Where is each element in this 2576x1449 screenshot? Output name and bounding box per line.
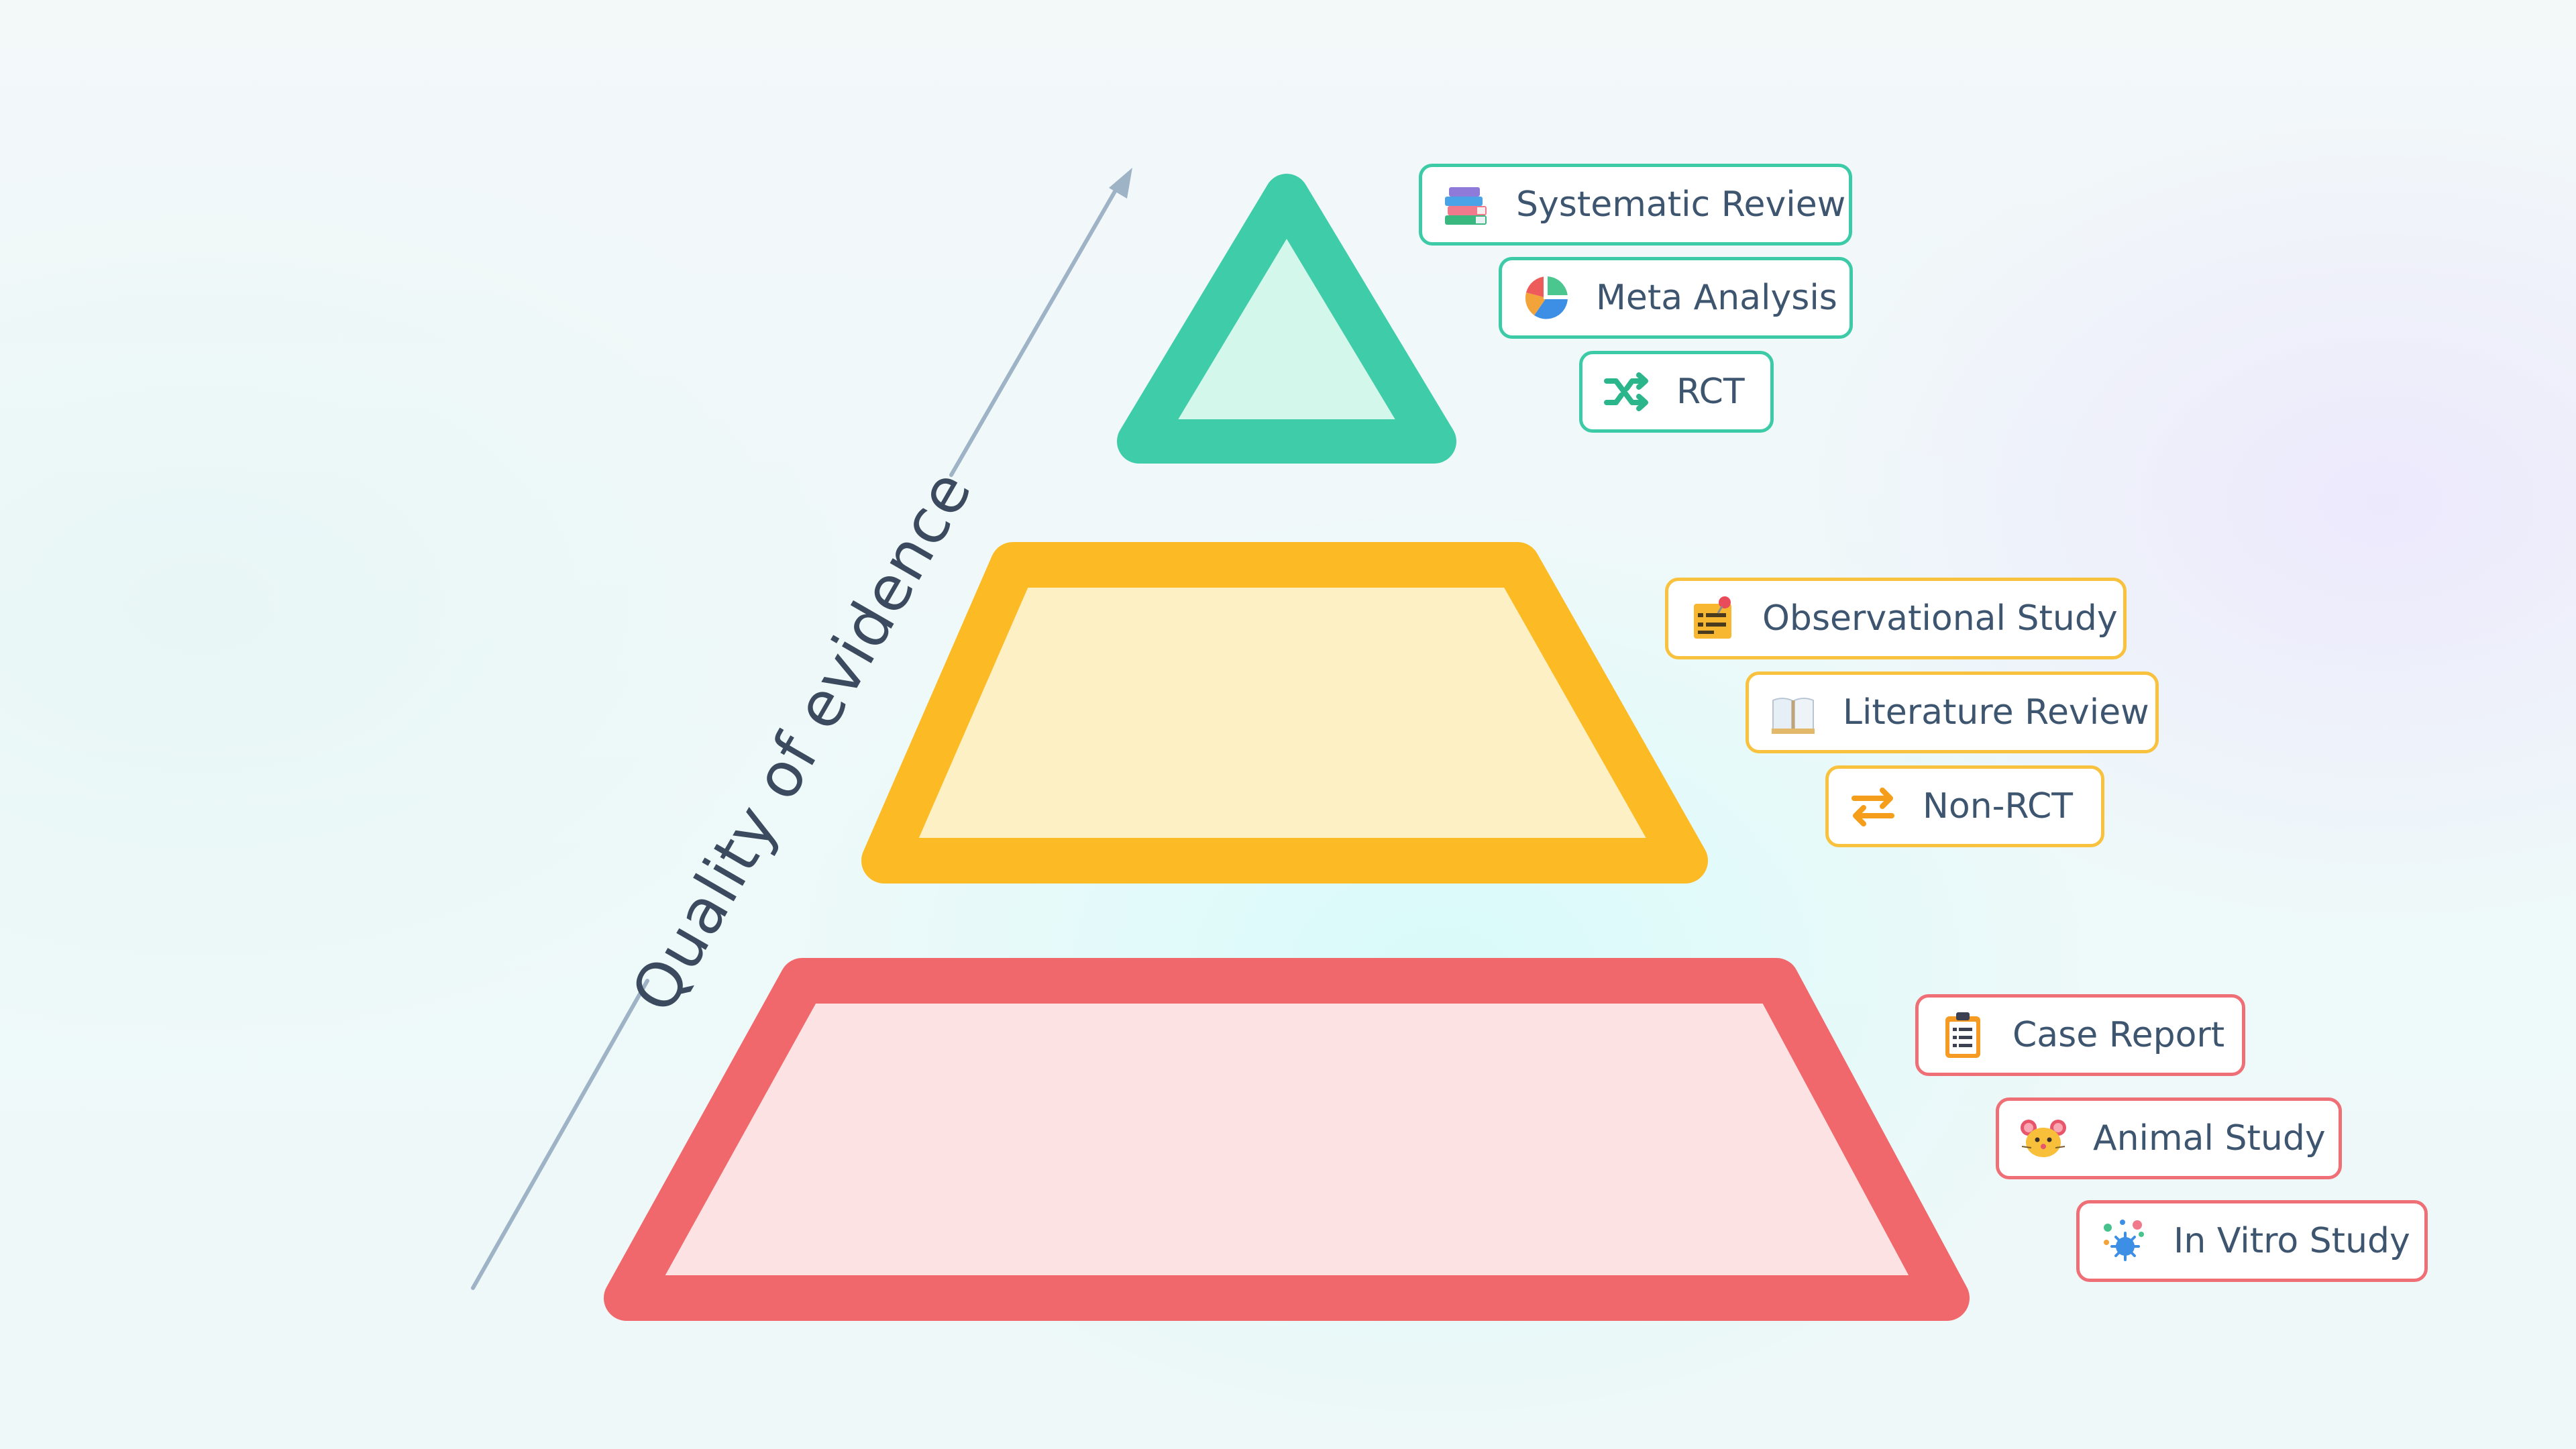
tier-top-shape: [1117, 174, 1456, 464]
tier-middle-shape: [861, 542, 1708, 883]
chip-label: Non-RCT: [1923, 786, 2074, 826]
shuffle-icon: [1601, 366, 1652, 417]
chip-meta-analysis[interactable]: Meta Analysis: [1499, 257, 1853, 339]
chip-observational-study[interactable]: Observational Study: [1665, 578, 2127, 659]
chip-label: Literature Review: [1843, 692, 2149, 733]
chip-case-report[interactable]: Case Report: [1915, 994, 2245, 1076]
chip-label: Observational Study: [1762, 598, 2118, 639]
chip-label: Meta Analysis: [1596, 278, 1837, 318]
books-icon: [1441, 179, 1492, 230]
axis-arrowhead: [1109, 168, 1132, 199]
mouse-face-icon: [2018, 1113, 2069, 1164]
memo-pin-icon: [1687, 593, 1738, 644]
tier-bottom-shape: [604, 958, 1970, 1321]
open-book-icon: [1768, 687, 1819, 738]
chip-label: Systematic Review: [1516, 184, 1846, 225]
chip-label: In Vitro Study: [2174, 1221, 2410, 1261]
chip-label: Animal Study: [2093, 1118, 2326, 1159]
axis-line-lower: [471, 979, 649, 1290]
chip-rct[interactable]: RCT: [1579, 351, 1774, 433]
microbe-icon: [2098, 1216, 2149, 1267]
swap-arrows-icon: [1847, 781, 1898, 832]
chip-literature-review[interactable]: Literature Review: [1746, 672, 2159, 753]
chip-animal-study[interactable]: Animal Study: [1996, 1097, 2342, 1179]
clipboard-icon: [1937, 1010, 1988, 1061]
pie-chart-icon: [1521, 272, 1572, 323]
chip-non-rct[interactable]: Non-RCT: [1825, 765, 2104, 847]
chip-in-vitro-study[interactable]: In Vitro Study: [2076, 1200, 2428, 1282]
chip-systematic-review[interactable]: Systematic Review: [1419, 164, 1852, 246]
chip-label: RCT: [1676, 372, 1745, 412]
chip-label: Case Report: [2012, 1015, 2225, 1055]
axis-line-upper: [949, 178, 1124, 477]
